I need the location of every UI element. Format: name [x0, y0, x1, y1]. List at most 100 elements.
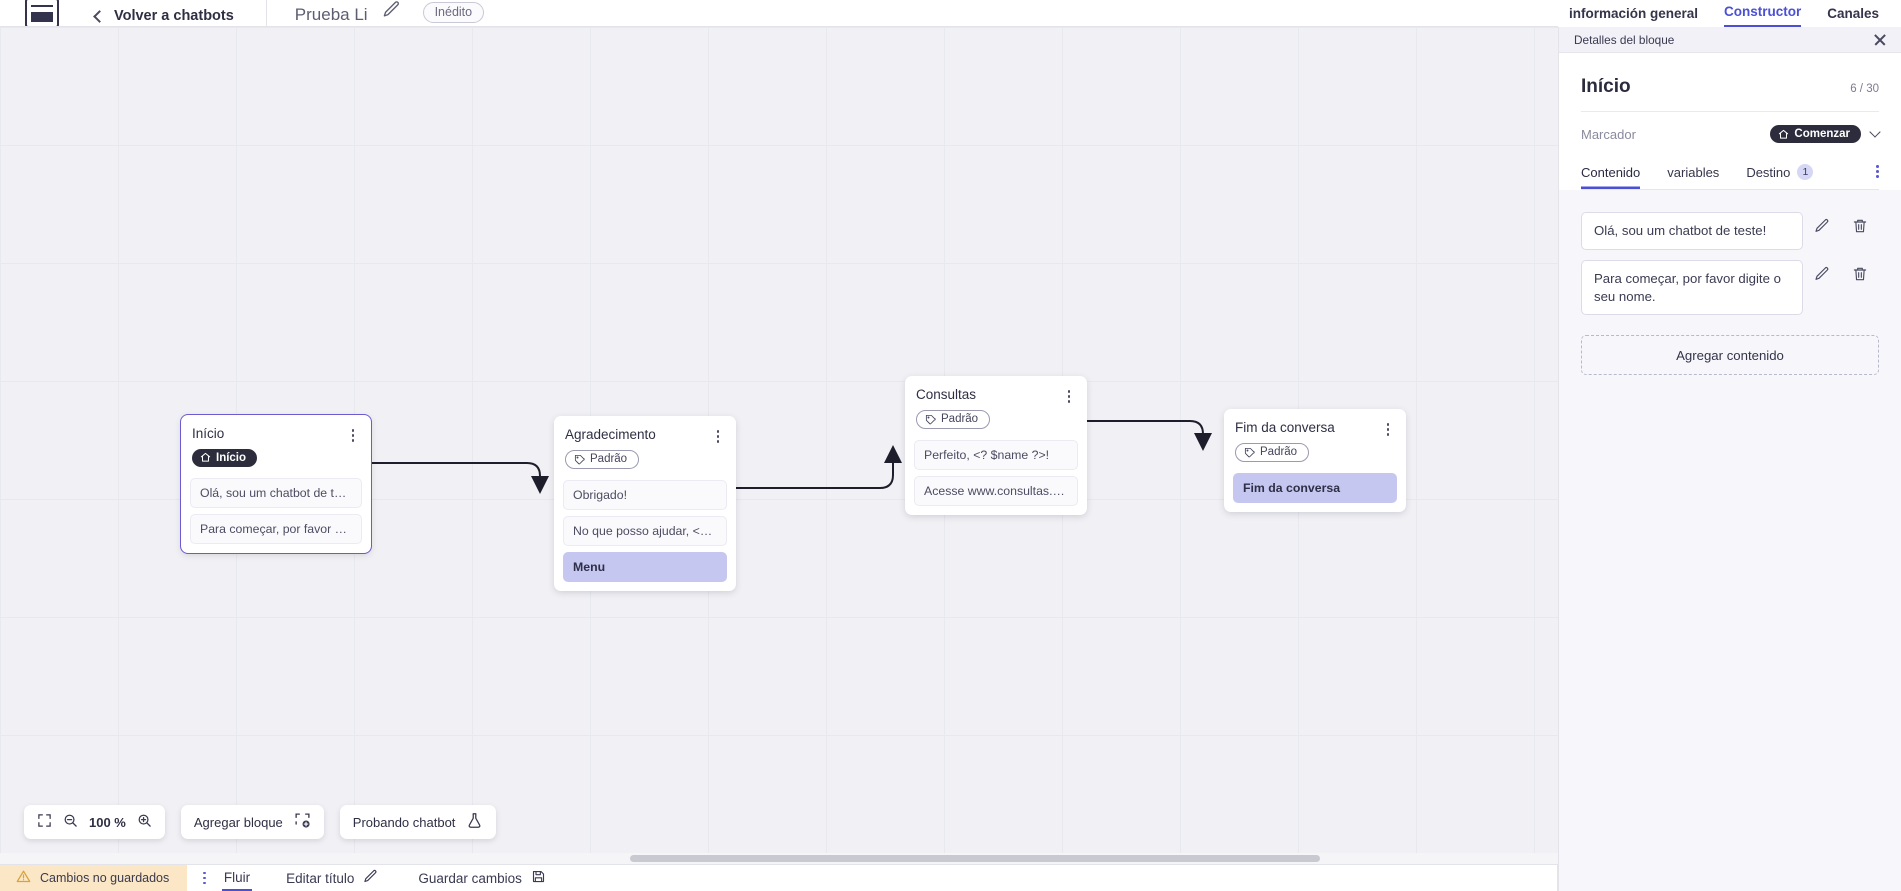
add-block-icon — [294, 812, 311, 832]
tab-fluir[interactable]: Fluir — [221, 866, 253, 891]
tab-contenido[interactable]: Contenido — [1581, 159, 1640, 189]
scrollbar-thumb[interactable] — [630, 855, 1320, 862]
trash-icon[interactable] — [1841, 218, 1879, 234]
node-header: Fim da conversa — [1224, 409, 1406, 436]
edit-title-label: Editar título — [286, 870, 355, 886]
node-badges: Padrão — [554, 443, 736, 470]
add-block-button[interactable]: Agregar bloque — [180, 805, 324, 839]
canvas-toolbar: 100 % Agregar bloque Probando chatbot — [24, 805, 497, 839]
pencil-icon — [363, 869, 378, 887]
content-item: Para começar, por favor digite o seu nom… — [1581, 259, 1879, 316]
panel-block-title: Início — [1581, 76, 1631, 97]
pencil-icon[interactable] — [1803, 266, 1841, 282]
content-item-actions — [1803, 212, 1879, 234]
content-text[interactable]: Olá, sou um chatbot de teste! — [1581, 212, 1803, 250]
tab-informacion-general[interactable]: información general — [1569, 6, 1699, 21]
kebab-menu-icon[interactable] — [346, 426, 360, 442]
flow-node-consultas[interactable]: Consultas Padrão Perfeito, <? $name ?>! … — [905, 376, 1087, 515]
pencil-icon[interactable] — [1803, 218, 1841, 234]
node-badges: Padrão — [1224, 436, 1406, 463]
kebab-menu-icon[interactable] — [1381, 420, 1395, 436]
panel-title-row: Início 6 / 30 — [1581, 53, 1879, 112]
trash-icon[interactable] — [1841, 266, 1879, 282]
warning-triangle-icon — [16, 869, 31, 887]
node-badge-default[interactable]: Padrão — [565, 449, 640, 469]
zoom-controls: 100 % — [24, 805, 165, 839]
chevron-down-icon[interactable] — [1869, 126, 1881, 138]
save-changes-button[interactable]: Guardar cambios — [418, 869, 546, 887]
flow-node-inicio[interactable]: Início Início Olá, sou um chatbot de tes… — [180, 413, 372, 555]
tag-icon — [1244, 447, 1255, 458]
node-message[interactable]: Obrigado! — [563, 479, 727, 510]
node-message[interactable]: Olá, sou um chatbot de teste! — [190, 478, 362, 509]
node-badge-label: Início — [216, 451, 247, 464]
node-badges: Início — [181, 442, 371, 469]
node-message[interactable]: Acesse www.consultas.com par... — [914, 475, 1078, 506]
content-text[interactable]: Para começar, por favor digite o seu nom… — [1581, 259, 1803, 316]
flow-node-fim-da-conversa[interactable]: Fim da conversa Padrão Fim da conversa — [1224, 409, 1406, 512]
node-badge-label: Padrão — [1260, 446, 1298, 459]
canvas-horizontal-scrollbar[interactable] — [0, 853, 1558, 864]
kebab-menu-icon[interactable] — [1062, 387, 1076, 403]
node-message-highlighted[interactable]: Fim da conversa — [1233, 472, 1397, 503]
panel-tabs: Contenido variables Destino 1 — [1581, 158, 1879, 190]
pencil-icon[interactable] — [382, 0, 401, 24]
node-message[interactable]: Perfeito, <? $name ?>! — [914, 439, 1078, 470]
node-badge-start[interactable]: Início — [192, 448, 258, 467]
panel-marker-row: Marcador Comenzar — [1581, 112, 1881, 158]
flask-icon — [466, 812, 483, 832]
node-message[interactable]: No que posso ajudar, <? $name ... — [563, 515, 727, 546]
node-messages: Fim da conversa — [1224, 463, 1406, 503]
tab-destino[interactable]: Destino 1 — [1746, 158, 1814, 189]
save-disk-icon — [531, 869, 546, 887]
node-header: Início — [181, 415, 371, 442]
content-item-actions — [1803, 260, 1879, 282]
node-message-highlighted[interactable]: Menu — [563, 551, 727, 582]
chevron-left-icon — [93, 9, 106, 23]
node-header: Consultas — [905, 376, 1087, 403]
tab-canales[interactable]: Canales — [1827, 6, 1880, 21]
edit-title-button[interactable]: Editar título — [286, 869, 378, 887]
fit-screen-icon[interactable] — [37, 813, 52, 831]
node-badges: Padrão — [905, 403, 1087, 430]
kebab-menu-icon[interactable] — [1876, 164, 1879, 182]
zoom-out-icon[interactable] — [63, 813, 78, 831]
tab-contenido-label: Contenido — [1581, 164, 1641, 180]
panel-topbar: Detalles del bloque — [1559, 27, 1901, 53]
tag-icon — [925, 414, 936, 425]
node-title: Agradecimento — [565, 427, 656, 442]
zoom-in-icon[interactable] — [137, 813, 152, 831]
zoom-level-label: 100 % — [89, 814, 126, 830]
test-chatbot-label: Probando chatbot — [352, 814, 456, 830]
bot-title: Prueba Li — [294, 5, 368, 24]
marker-value-label: Comenzar — [1794, 128, 1850, 140]
panel-topbar-title: Detalles del bloque — [1574, 32, 1675, 47]
marker-value-badge[interactable]: Comenzar — [1770, 125, 1861, 143]
save-changes-label: Guardar cambios — [418, 870, 522, 886]
unsaved-changes-label: Cambios no guardados — [40, 871, 170, 885]
header-divider — [265, 0, 267, 26]
flow-canvas[interactable]: Início Início Olá, sou um chatbot de tes… — [0, 27, 1558, 864]
panel-header-section: Início 6 / 30 Marcador Comenzar Contenid… — [1559, 53, 1901, 190]
unsaved-changes-badge: Cambios no guardados — [0, 864, 188, 891]
tab-constructor[interactable]: Constructor — [1724, 4, 1802, 27]
node-messages: Olá, sou um chatbot de teste! Para começ… — [181, 468, 371, 545]
kebab-menu-icon[interactable] — [711, 427, 725, 443]
test-chatbot-button[interactable]: Probando chatbot — [339, 805, 497, 839]
add-content-button[interactable]: Agregar contenido — [1581, 335, 1879, 376]
kebab-menu-icon[interactable] — [203, 871, 206, 885]
node-header: Agradecimento — [554, 416, 736, 443]
node-message[interactable]: Para começar, por favor digite o ... — [190, 514, 362, 545]
node-badge-default[interactable]: Padrão — [1235, 442, 1310, 462]
app-logo-icon[interactable] — [25, 0, 59, 26]
content-item: Olá, sou um chatbot de teste! — [1581, 212, 1879, 250]
flow-node-agradecimento[interactable]: Agradecimento Padrão Obrigado! No que po… — [554, 416, 736, 591]
node-title: Fim da conversa — [1235, 420, 1335, 435]
back-to-chatbots-button[interactable]: Volver a chatbots — [93, 8, 234, 24]
tab-variables[interactable]: variables — [1667, 159, 1719, 189]
marker-label: Marcador — [1581, 126, 1636, 142]
app-header: Volver a chatbots Prueba Li Inédito — [0, 0, 1558, 27]
close-icon[interactable] — [1873, 33, 1887, 47]
node-badge-label: Padrão — [590, 453, 628, 466]
node-badge-default[interactable]: Padrão — [916, 409, 991, 429]
